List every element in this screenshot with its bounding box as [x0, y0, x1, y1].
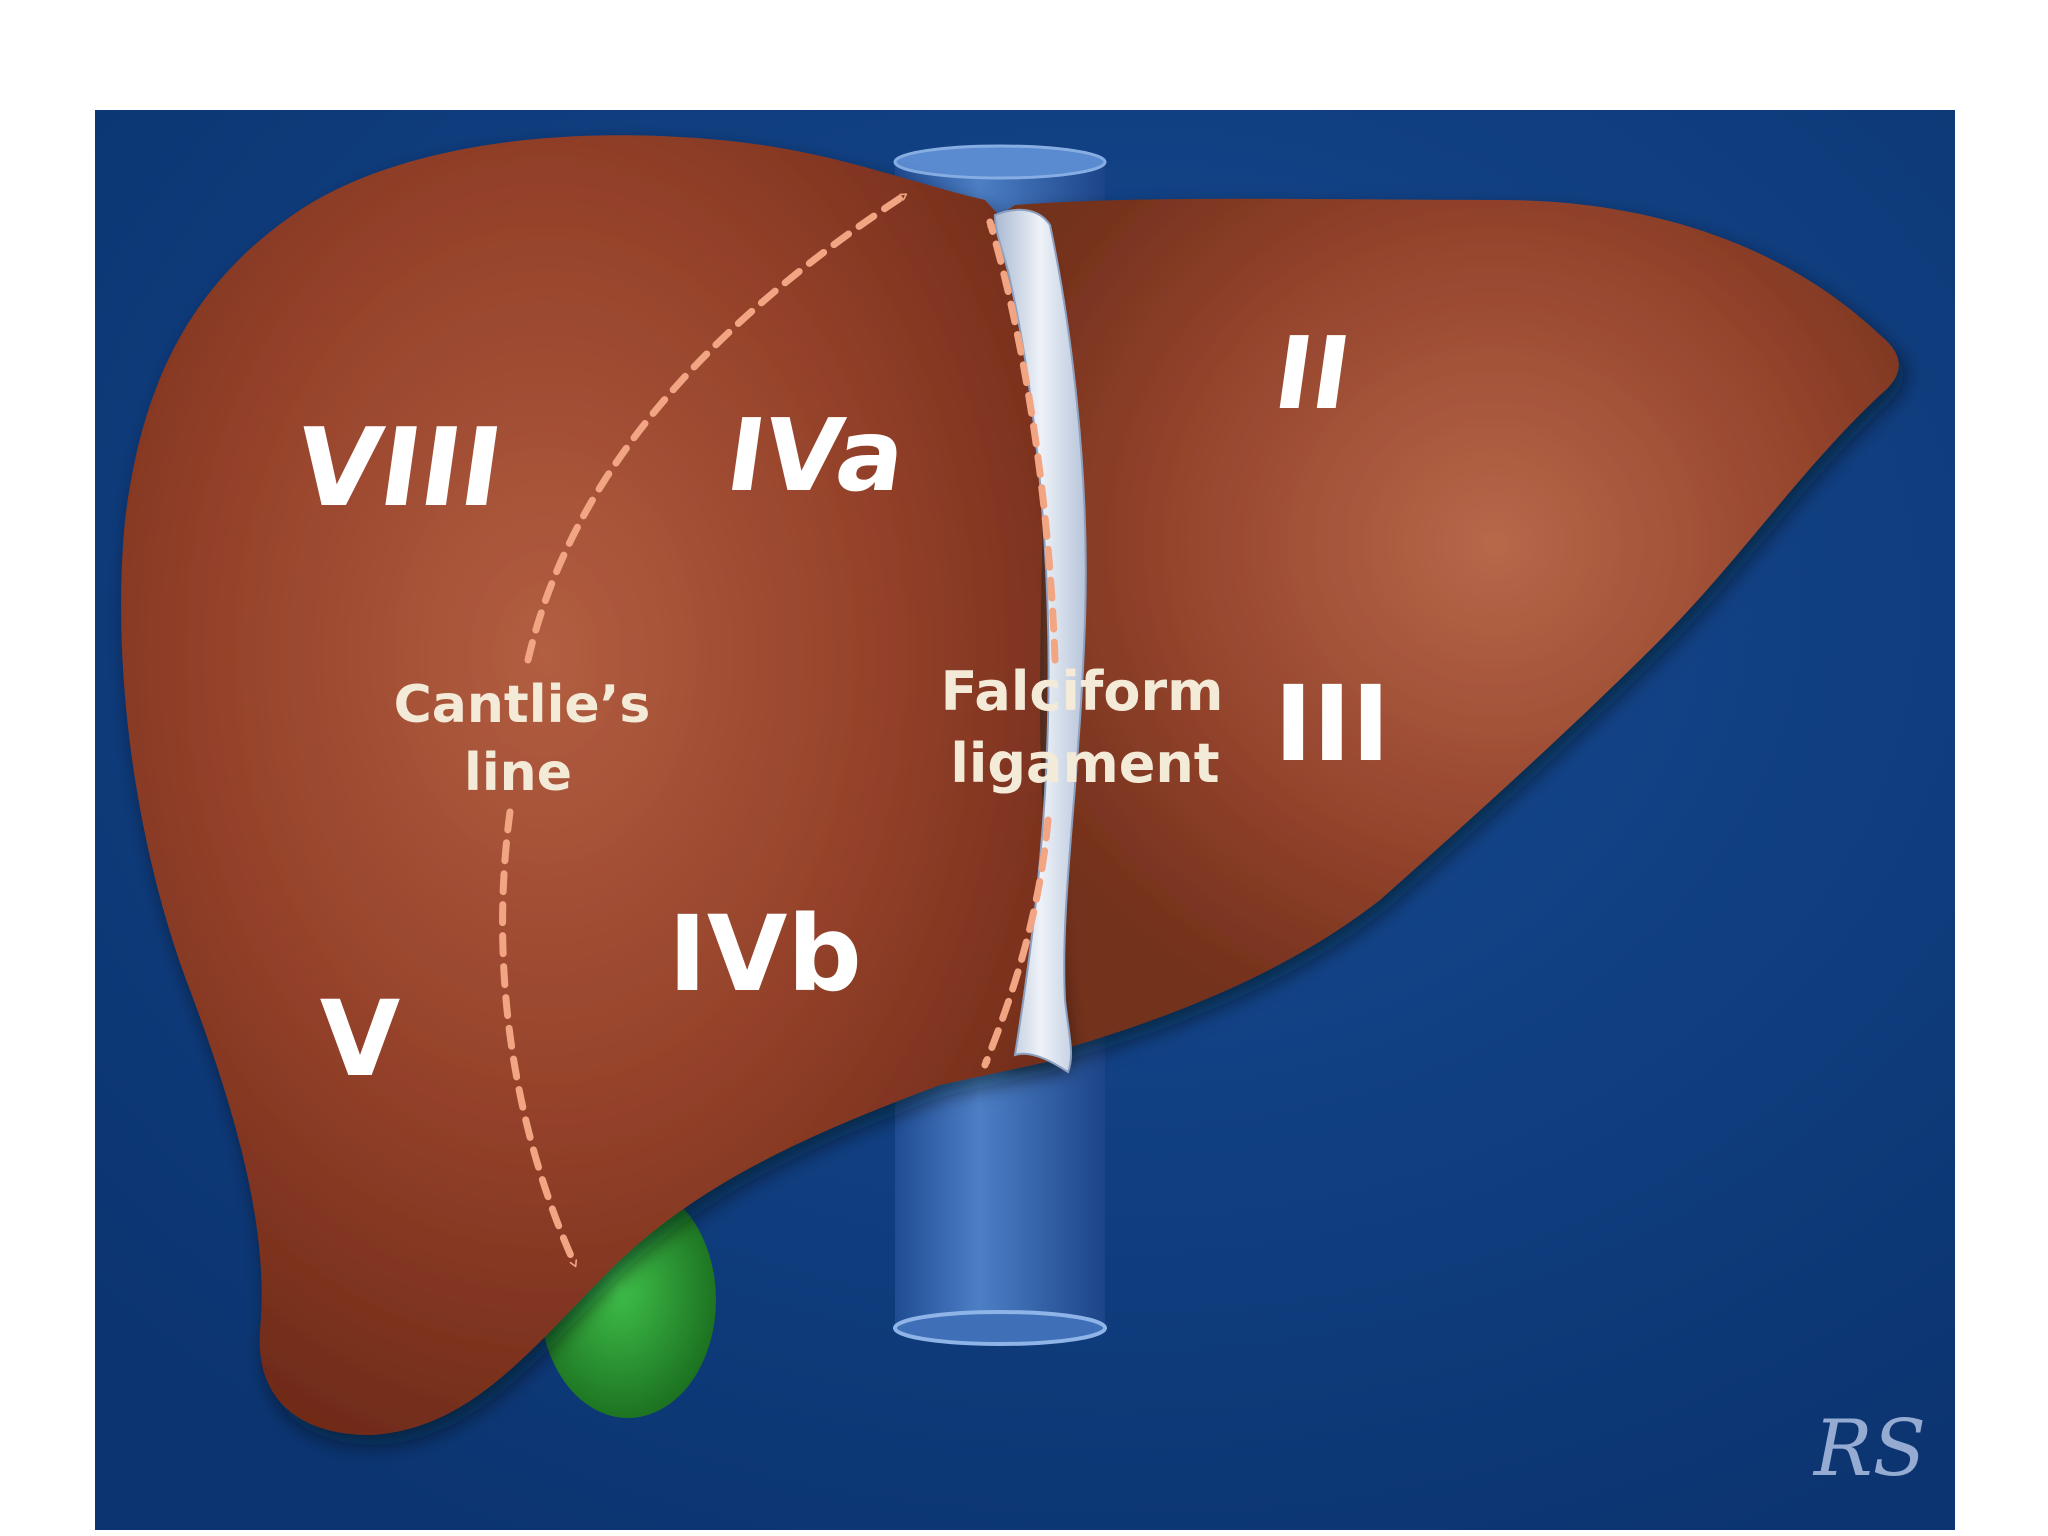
- right-lobe: [121, 135, 1066, 1435]
- falciform-ligament-label-line1: Falciform: [941, 660, 1224, 723]
- cantlie-line-label-line1: Cantlie’s: [394, 675, 651, 735]
- segment-v-label: V: [320, 978, 401, 1100]
- falciform-ligament-label-line2: ligament: [950, 732, 1219, 795]
- falciform-arrow-upper: [986, 218, 1059, 664]
- signature-mark-icon: RS: [1812, 1404, 1926, 1494]
- segment-ivb-label: IVb: [668, 893, 862, 1015]
- cantlie-line-label-line2: line: [464, 743, 572, 803]
- segment-viii-label: VIII: [288, 404, 510, 530]
- segment-ii-label: II: [1267, 315, 1358, 431]
- cantlie-line-arrow-lower: [499, 808, 579, 1269]
- segment-iii-label: III: [1274, 663, 1390, 785]
- falciform-arrow-lower: [981, 816, 1052, 1069]
- cantlie-line-arrow-upper: [524, 191, 909, 664]
- left-lobe: [1000, 198, 1899, 1060]
- segment-iva-label: IVa: [719, 397, 912, 513]
